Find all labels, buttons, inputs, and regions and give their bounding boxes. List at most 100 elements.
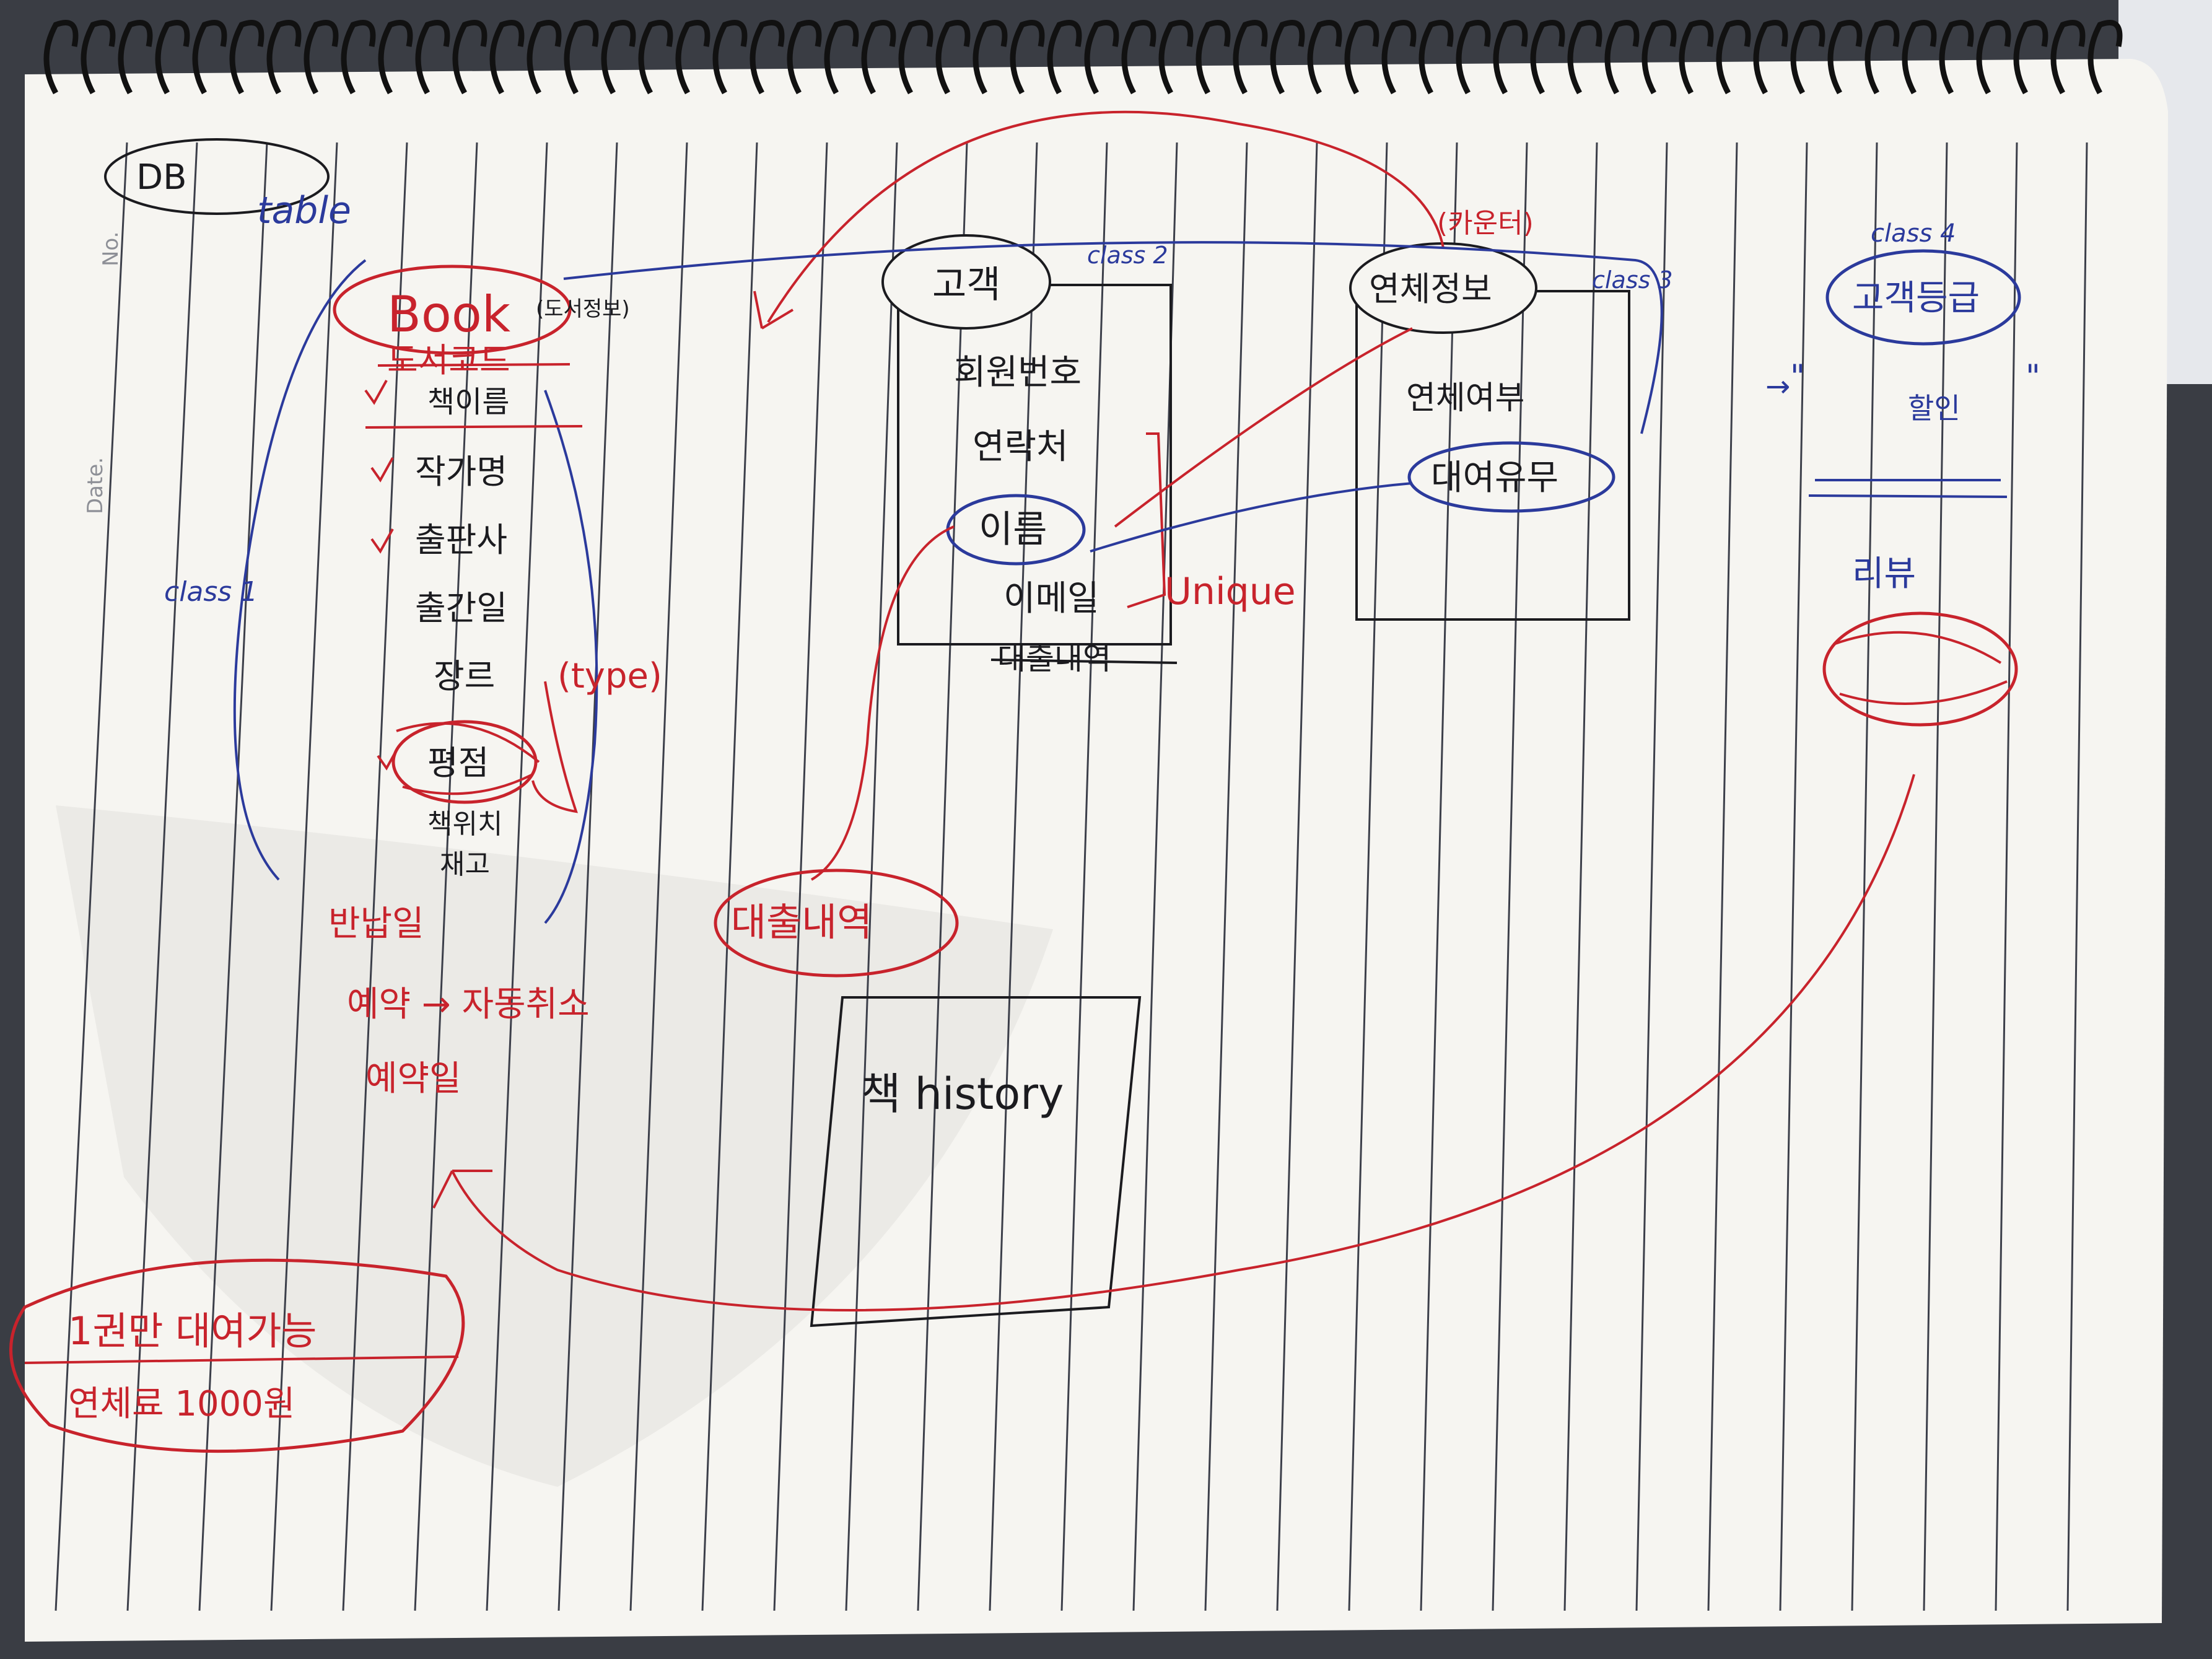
spiral-coil [1381,20,1417,95]
spiral-coil [43,20,79,95]
spiral-coil [861,20,896,95]
class3-field-1: 연체여부 [1406,380,1524,417]
ruled-line [1923,142,1948,1611]
class1-field-3: 출판사 [415,520,507,559]
class1-field-8: 재고 [440,849,490,880]
spiral-coil [2050,20,2086,95]
class2-struck: 대출내역 [997,641,1111,676]
return-title: 반납일 [328,904,424,944]
spiral-coil [1716,20,1751,95]
class2-label: class 2 [1087,242,1168,269]
class3-table: 연체정보 [1369,269,1492,309]
spiral-coil [1010,20,1045,95]
class2-field-2: 연락처 [973,427,1069,467]
class2-unique-note: Unique [1165,570,1296,613]
class1-field-4: 출간일 [415,589,507,628]
spiral-coil [973,20,1008,95]
spiral-coil [1864,20,1900,95]
spiral-coil [1679,20,1714,95]
class1-label: class 1 [164,576,258,608]
spiral-coil [341,20,376,95]
spiral-coil [1530,20,1565,95]
connectors [432,110,1915,1311]
spiral-coil [675,20,710,95]
spiral-coil [527,20,562,95]
class4-label: class 4 [1871,219,1956,248]
return-item-2: 예약일 [365,1059,461,1099]
spiral-coil [638,20,673,95]
title-group: DB table [104,138,351,232]
ruled-line [1851,142,1878,1611]
class4-field: 할인 [1908,392,1961,425]
spiral-coil [712,20,748,95]
class1-field-2: 작가명 [415,452,507,491]
spiral-coil [1902,20,1937,95]
spiral-coil [266,20,302,95]
ruled-line [557,142,618,1611]
class1-group: class 1 Book (도서정보) 도서코드 책이름 작가명 출판사 출간일… [164,259,662,924]
ruled-line [1635,142,1668,1611]
class2-field-4: 이메일 [1003,579,1099,619]
spiral-coil [564,20,599,95]
class2-field-1: 회원번호 [954,352,1082,393]
spiral-coil [824,20,859,95]
spiral-coil [229,20,264,95]
class2-group: 고객 class 2 회원번호 연락처 이름 이메일 Unique 대출내역 [881,234,1296,676]
ruled-line [342,142,408,1611]
ruled-line [126,142,198,1611]
spiral-coil [378,20,413,95]
spiral-coil [304,20,339,95]
spiral-coil [1419,20,1454,95]
ruled-line [486,142,548,1611]
ruled-line [629,142,688,1611]
ruled-line [270,142,338,1611]
loan-history-title: 대출내역 [731,900,872,945]
class4-extra: 리뷰 [1852,554,1916,594]
ruled-line [1060,142,1108,1611]
ruled-line [917,142,968,1611]
rules-group: 1권만 대여가능 연체료 1000원 [9,1258,465,1453]
printed-no-label: No. [98,232,123,266]
ruled-line [1492,142,1528,1611]
ruled-line [701,142,758,1611]
spiral-coil [1270,20,1305,95]
spiral-coil [1456,20,1491,95]
spiral-coil [1604,20,1640,95]
spiral-coil [1642,20,1677,95]
class4-quote-close: " [2026,358,2040,395]
class1-field-1: 책이름 [427,385,509,419]
spiral-binding [43,20,2123,95]
ruled-line [773,142,828,1611]
class4-arrow: → [1765,369,1790,404]
class1-field-6: 평점 [427,743,489,782]
spiral-coil [2087,20,2123,95]
spiral-coil [1790,20,1825,95]
ruled-line [1204,142,1248,1611]
spiral-coil [155,20,190,95]
spiral-coil [1493,20,1528,95]
class3-field-2: 대여유무 [1431,458,1558,498]
spiral-coil [1047,20,1082,95]
rule-2: 연체료 1000원 [68,1384,295,1424]
shadow [56,805,1053,1487]
title-text: DB [136,157,187,198]
spiral-coil [1233,20,1268,95]
class4-quote-open: " [1790,358,1805,395]
class1-field-7: 책위치 [427,808,502,840]
class2-table: 고객 [932,263,1000,307]
ruled-line [55,142,128,1611]
ruled-line [1707,142,1738,1611]
spiral-coil [1344,20,1379,95]
class4-table: 고객등급 [1852,278,1980,318]
spiral-coil [1567,20,1602,95]
class4-group: class 4 고객등급 → " 할인 " 리뷰 [1765,219,2040,727]
spiral-coil [1196,20,1231,95]
return-group: 반납일 예약 → 자동취소 예약일 [328,904,590,1099]
class1-primary-key: 도서코드 [387,341,510,380]
spiral-coil [1084,20,1119,95]
spiral-coil [787,20,822,95]
class1-type-note: (type) [557,656,662,696]
ruled-line [1420,142,1458,1611]
ruled-line [1348,142,1388,1611]
